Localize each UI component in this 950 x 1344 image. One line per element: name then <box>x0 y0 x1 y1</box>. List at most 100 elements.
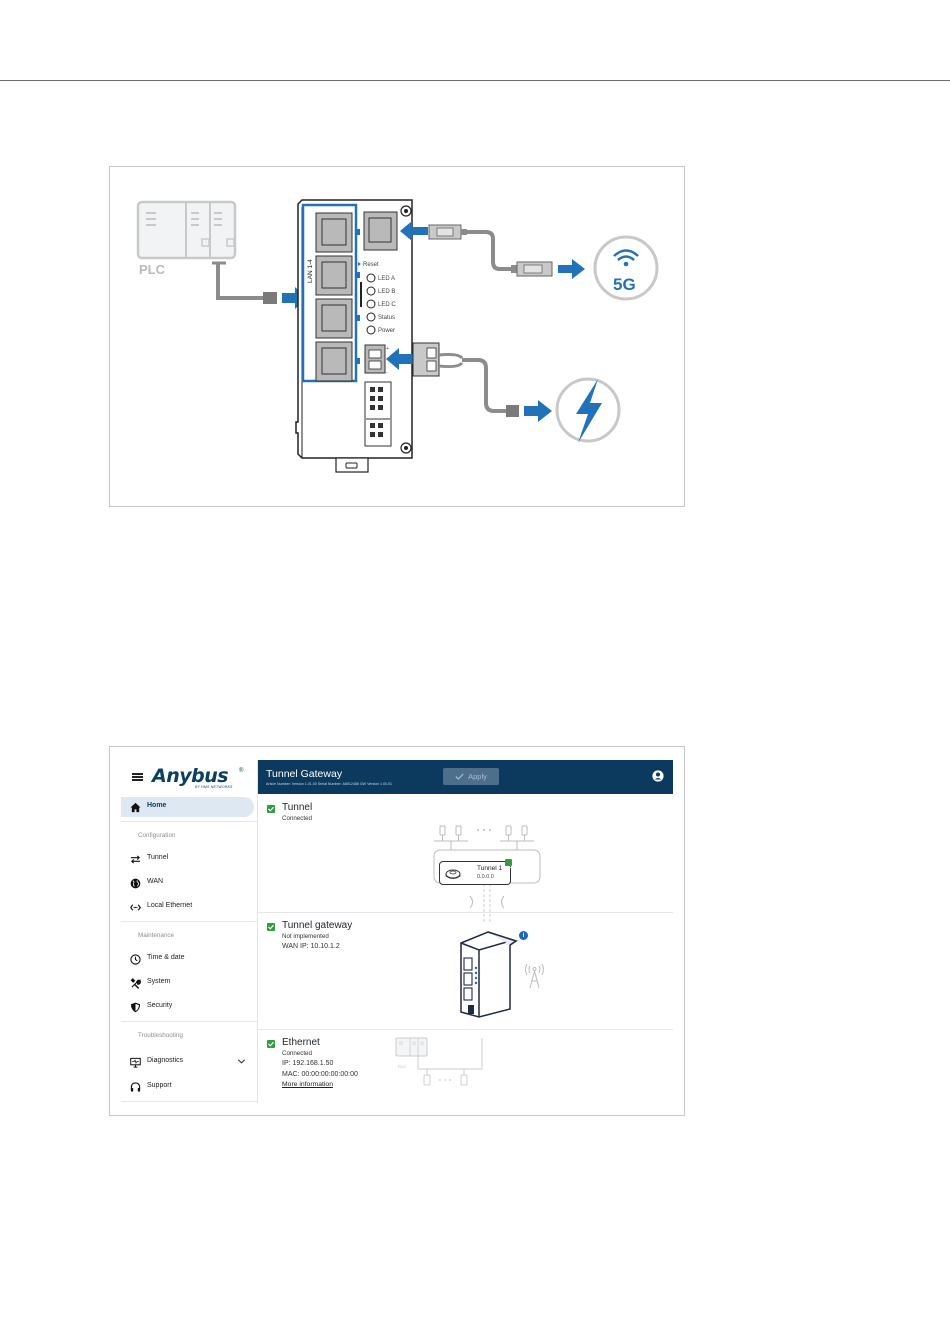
anybus-logo: Anybus <box>152 765 229 787</box>
sidebar-item-system[interactable]: System <box>121 973 257 993</box>
anybus-web-ui: Anybus ® BY HMS NETWORKS Home Configurat… <box>121 760 673 1103</box>
lightning-bolt-icon <box>555 377 621 443</box>
tunnel-card-name: Tunnel 1 <box>477 865 503 872</box>
ethernet-mac: MAC: 00:00:00:00:00:00 <box>282 1071 358 1078</box>
gateway-wan-ip: WAN IP: 10.10.1.2 <box>282 943 340 950</box>
sidebar-item-label: Local Ethernet <box>147 902 193 909</box>
chevron-down-icon[interactable] <box>237 1057 246 1066</box>
nav-divider <box>121 821 257 822</box>
tunnel-card[interactable]: Tunnel 1 0.0.0.0 <box>439 859 512 885</box>
nav-section-maintenance: Maintenance <box>138 932 175 939</box>
fiveg-label: 5G <box>613 275 636 294</box>
gateway-status: Not implemented <box>282 933 329 940</box>
ethernet-ip: IP: 192.168.1.50 <box>282 1060 334 1067</box>
sidebar-item-home[interactable]: Home <box>121 797 254 817</box>
tunnel-card-ip: 0.0.0.0 <box>477 874 494 880</box>
sidebar-item-label: Support <box>147 1082 172 1089</box>
led-a-label: LED A <box>378 276 395 282</box>
power-plug <box>412 342 440 377</box>
nav-section-configuration: Configuration <box>138 832 176 839</box>
led-b-label: LED B <box>378 289 395 295</box>
plc-connector <box>263 292 277 304</box>
monitor-icon <box>130 1057 141 1068</box>
user-account-icon[interactable] <box>652 770 664 782</box>
headset-icon <box>130 1082 141 1092</box>
reset-label: Reset <box>363 262 379 268</box>
nav-divider <box>121 921 257 922</box>
sidebar-item-local-ethernet[interactable]: Local Ethernet <box>121 897 257 917</box>
plc-cable <box>216 264 264 300</box>
power-wires <box>438 352 464 369</box>
wan-arrow-icon <box>400 221 428 241</box>
sidebar-item-support[interactable]: Support <box>121 1077 257 1097</box>
gateway-title: Tunnel gateway <box>282 920 353 931</box>
home-icon <box>130 802 141 813</box>
power-cable <box>462 358 508 413</box>
power-arrow-icon <box>386 348 413 370</box>
menu-icon[interactable] <box>132 773 143 781</box>
info-icon[interactable]: i <box>519 931 528 940</box>
sidebar-item-label: Diagnostics <box>147 1057 184 1064</box>
section-divider <box>258 912 673 913</box>
apply-button[interactable]: Apply <box>443 768 499 785</box>
nav-divider <box>121 1021 257 1022</box>
sidebar-item-wan[interactable]: WAN <box>121 873 257 893</box>
ethernet-plc-mini-label: PLC <box>398 1064 406 1069</box>
more-information-link[interactable]: More information <box>282 1081 333 1088</box>
wan-plug <box>428 224 467 240</box>
tunnel-title: Tunnel <box>282 802 313 813</box>
sidebar-item-tunnel[interactable]: Tunnel <box>121 849 257 869</box>
sidebar-item-time-date[interactable]: Time & date <box>121 949 257 969</box>
ethernet-status: Connected <box>282 1050 312 1057</box>
swap-arrows-icon <box>130 855 141 864</box>
electricity-arrow-icon <box>524 400 552 422</box>
section-divider <box>258 1029 673 1030</box>
power-connector <box>506 405 519 417</box>
power-plus-label: + <box>386 346 389 352</box>
clock-icon <box>130 954 141 965</box>
sidebar-item-label: Time & date <box>147 954 185 961</box>
tunnel-status: Connected <box>282 815 312 822</box>
fiveg-arrow-icon <box>558 259 585 279</box>
connection-diagram: PLC <box>136 199 659 473</box>
apply-button-label: Apply <box>468 772 487 781</box>
fiveg-icon <box>593 235 659 301</box>
logo-tagline: BY HMS NETWORKS <box>195 785 233 789</box>
sidebar-item-label: System <box>147 978 171 985</box>
sidebar-item-label: Tunnel <box>147 854 169 861</box>
gateway-device <box>295 199 413 473</box>
lan-label: LAN 1-4 <box>307 259 314 283</box>
device-info-subtitle: Article Number: Version 1.01.00 Serial N… <box>266 782 393 786</box>
connection-diagram-figure: PLC <box>109 166 685 507</box>
sidebar-item-security[interactable]: Security <box>121 997 257 1017</box>
tunnel-status-check-icon <box>267 805 275 813</box>
tunnel-card-check-icon <box>505 859 512 871</box>
logo-row: Anybus ® BY HMS NETWORKS <box>121 760 257 794</box>
tunnel-router-icon <box>445 869 461 879</box>
shield-icon <box>130 1002 141 1013</box>
sidebar: Anybus ® BY HMS NETWORKS Home Configurat… <box>121 760 258 1103</box>
sidebar-item-label: WAN <box>147 878 164 885</box>
web-ui-figure: Anybus ® BY HMS NETWORKS Home Configurat… <box>109 746 685 1116</box>
power-minus-label: - <box>386 370 388 376</box>
modem-plug <box>511 261 553 277</box>
plc-label: PLC <box>139 262 166 277</box>
ethernet-icon <box>130 904 141 911</box>
page-header-rule <box>0 80 950 81</box>
sidebar-item-diagnostics[interactable]: Diagnostics <box>121 1052 257 1072</box>
header-bar: Tunnel Gateway Article Number: Version 1… <box>258 760 673 794</box>
nav-divider <box>121 1101 257 1102</box>
ethernet-title: Ethernet <box>282 1037 320 1048</box>
logo-registered-mark: ® <box>239 768 244 774</box>
led-c-label: LED C <box>378 302 396 308</box>
ethernet-diagram <box>395 1037 483 1086</box>
ethernet-status-check-icon <box>267 1040 275 1048</box>
check-icon <box>455 773 464 780</box>
main-content: Tunnel Connected Tunnel 1 0.0.0.0 <box>258 794 673 1103</box>
nav-section-troubleshooting: Troubleshooting <box>138 1032 183 1039</box>
gateway-status-check-icon <box>267 923 275 931</box>
gateway-device-illustration <box>460 931 544 1018</box>
page-title: Tunnel Gateway <box>266 768 343 780</box>
power-led-label: Power <box>378 328 395 334</box>
wan-cable <box>467 230 517 271</box>
